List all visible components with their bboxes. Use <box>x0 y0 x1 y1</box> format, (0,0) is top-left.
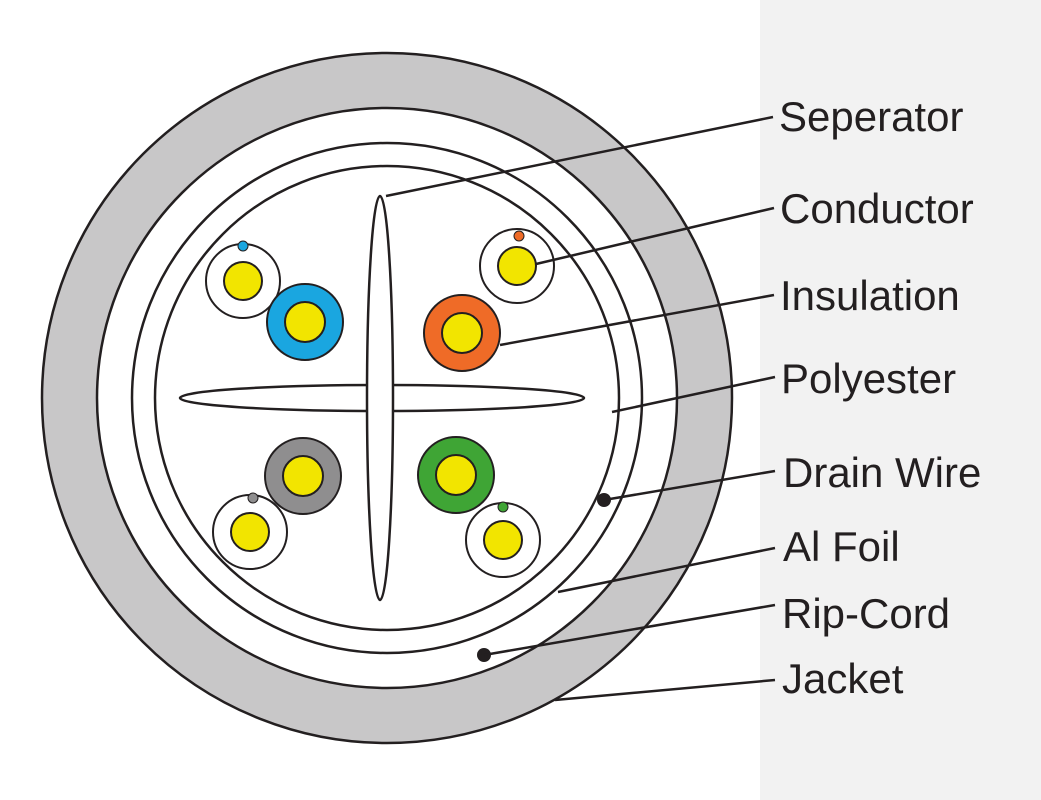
leader-rip-cord <box>483 603 776 657</box>
label-rip-cord: Rip-Cord <box>782 590 950 637</box>
stripe-dot <box>513 230 525 242</box>
leader-al-foil <box>557 546 776 594</box>
label-seperator: Seperator <box>779 93 963 140</box>
leader-lines <box>385 115 776 702</box>
leader-insulation <box>499 293 775 347</box>
conductor <box>497 246 537 286</box>
leader-polyester <box>611 375 776 414</box>
leader-conductor <box>535 206 775 266</box>
pair-blue <box>205 240 344 361</box>
label-drain-wire: Drain Wire <box>783 449 981 496</box>
leader-seperator <box>385 115 774 198</box>
conductor <box>441 312 483 354</box>
leader-jacket <box>554 678 776 702</box>
label-insulation: Insulation <box>780 272 960 319</box>
leader-drain-wire <box>603 469 776 502</box>
pair-green <box>417 436 541 578</box>
separator-vertical <box>365 194 395 602</box>
stripe-dot <box>497 501 509 513</box>
pair-orange <box>423 228 555 372</box>
conductor <box>483 520 523 560</box>
conductor <box>435 454 477 496</box>
labels: Seperator Conductor Insulation Polyester… <box>779 93 981 702</box>
label-jacket: Jacket <box>782 655 904 702</box>
label-polyester: Polyester <box>781 355 956 402</box>
conductor <box>282 455 324 497</box>
polyester-ring <box>153 164 621 632</box>
pair-gray <box>212 437 342 570</box>
al-foil-ring <box>130 141 644 655</box>
conductor <box>223 261 263 301</box>
stripe-dot <box>237 240 249 252</box>
conductor <box>230 512 270 552</box>
conductor <box>284 301 326 343</box>
label-al-foil: Al Foil <box>783 523 900 570</box>
label-conductor: Conductor <box>780 185 974 232</box>
stripe-dot <box>247 492 259 504</box>
